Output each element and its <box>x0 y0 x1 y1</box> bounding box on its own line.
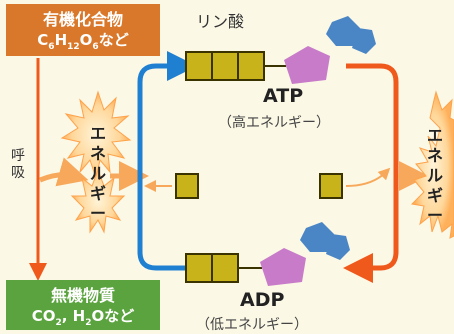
inorganic-substance-formula: CO2, H2Oなど <box>31 307 135 328</box>
inorganic-substance-title: 無機物質 <box>50 286 115 305</box>
atp-ribose <box>284 46 330 84</box>
adp-molecule <box>185 222 350 286</box>
phosphate-right <box>319 173 343 199</box>
respiration-energy-arrow <box>39 157 89 187</box>
atp-adenine-ring-2 <box>352 28 376 54</box>
inorganic-substance-box: 無機物質 CO2, H2Oなど <box>6 280 160 330</box>
organic-compound-box: 有機化合物 C6H12O6など <box>6 4 160 56</box>
phosphate-label: リン酸 <box>196 12 245 31</box>
atp-molecule <box>185 16 376 84</box>
adp-phosphate-1 <box>185 253 213 283</box>
energy-label-left: エネルギー <box>89 124 106 223</box>
energy-burst-right <box>410 90 454 239</box>
atp-phosphate-2 <box>211 51 239 81</box>
adp-adenine-ring-1 <box>300 222 334 252</box>
atp-subtitle: （高エネルギー） <box>218 115 330 131</box>
atp-label: ATP <box>263 85 304 107</box>
adp-adenine-ring-2 <box>326 234 350 260</box>
hydrolysis-arrow <box>343 63 399 283</box>
energy-label-right: エネルギー <box>426 126 443 225</box>
adp-subtitle: （低エネルギー） <box>196 317 308 333</box>
synthesis-arrow <box>137 51 197 271</box>
respiration-label: 呼吸 <box>11 148 25 181</box>
energy-burst-left <box>60 90 132 234</box>
organic-compound-formula: C6H12O6など <box>37 31 129 52</box>
atp-phosphate-1 <box>185 51 213 81</box>
atp-adenine-ring-1 <box>326 16 360 46</box>
adp-phosphate-2 <box>211 253 239 283</box>
adp-ribose <box>260 248 306 286</box>
organic-compound-title: 有機化合物 <box>42 10 123 29</box>
phosphate-out-arrow <box>345 167 391 187</box>
adp-label: ADP <box>240 289 285 311</box>
atp-phosphate-3 <box>237 51 265 81</box>
phosphate-left <box>175 173 199 199</box>
